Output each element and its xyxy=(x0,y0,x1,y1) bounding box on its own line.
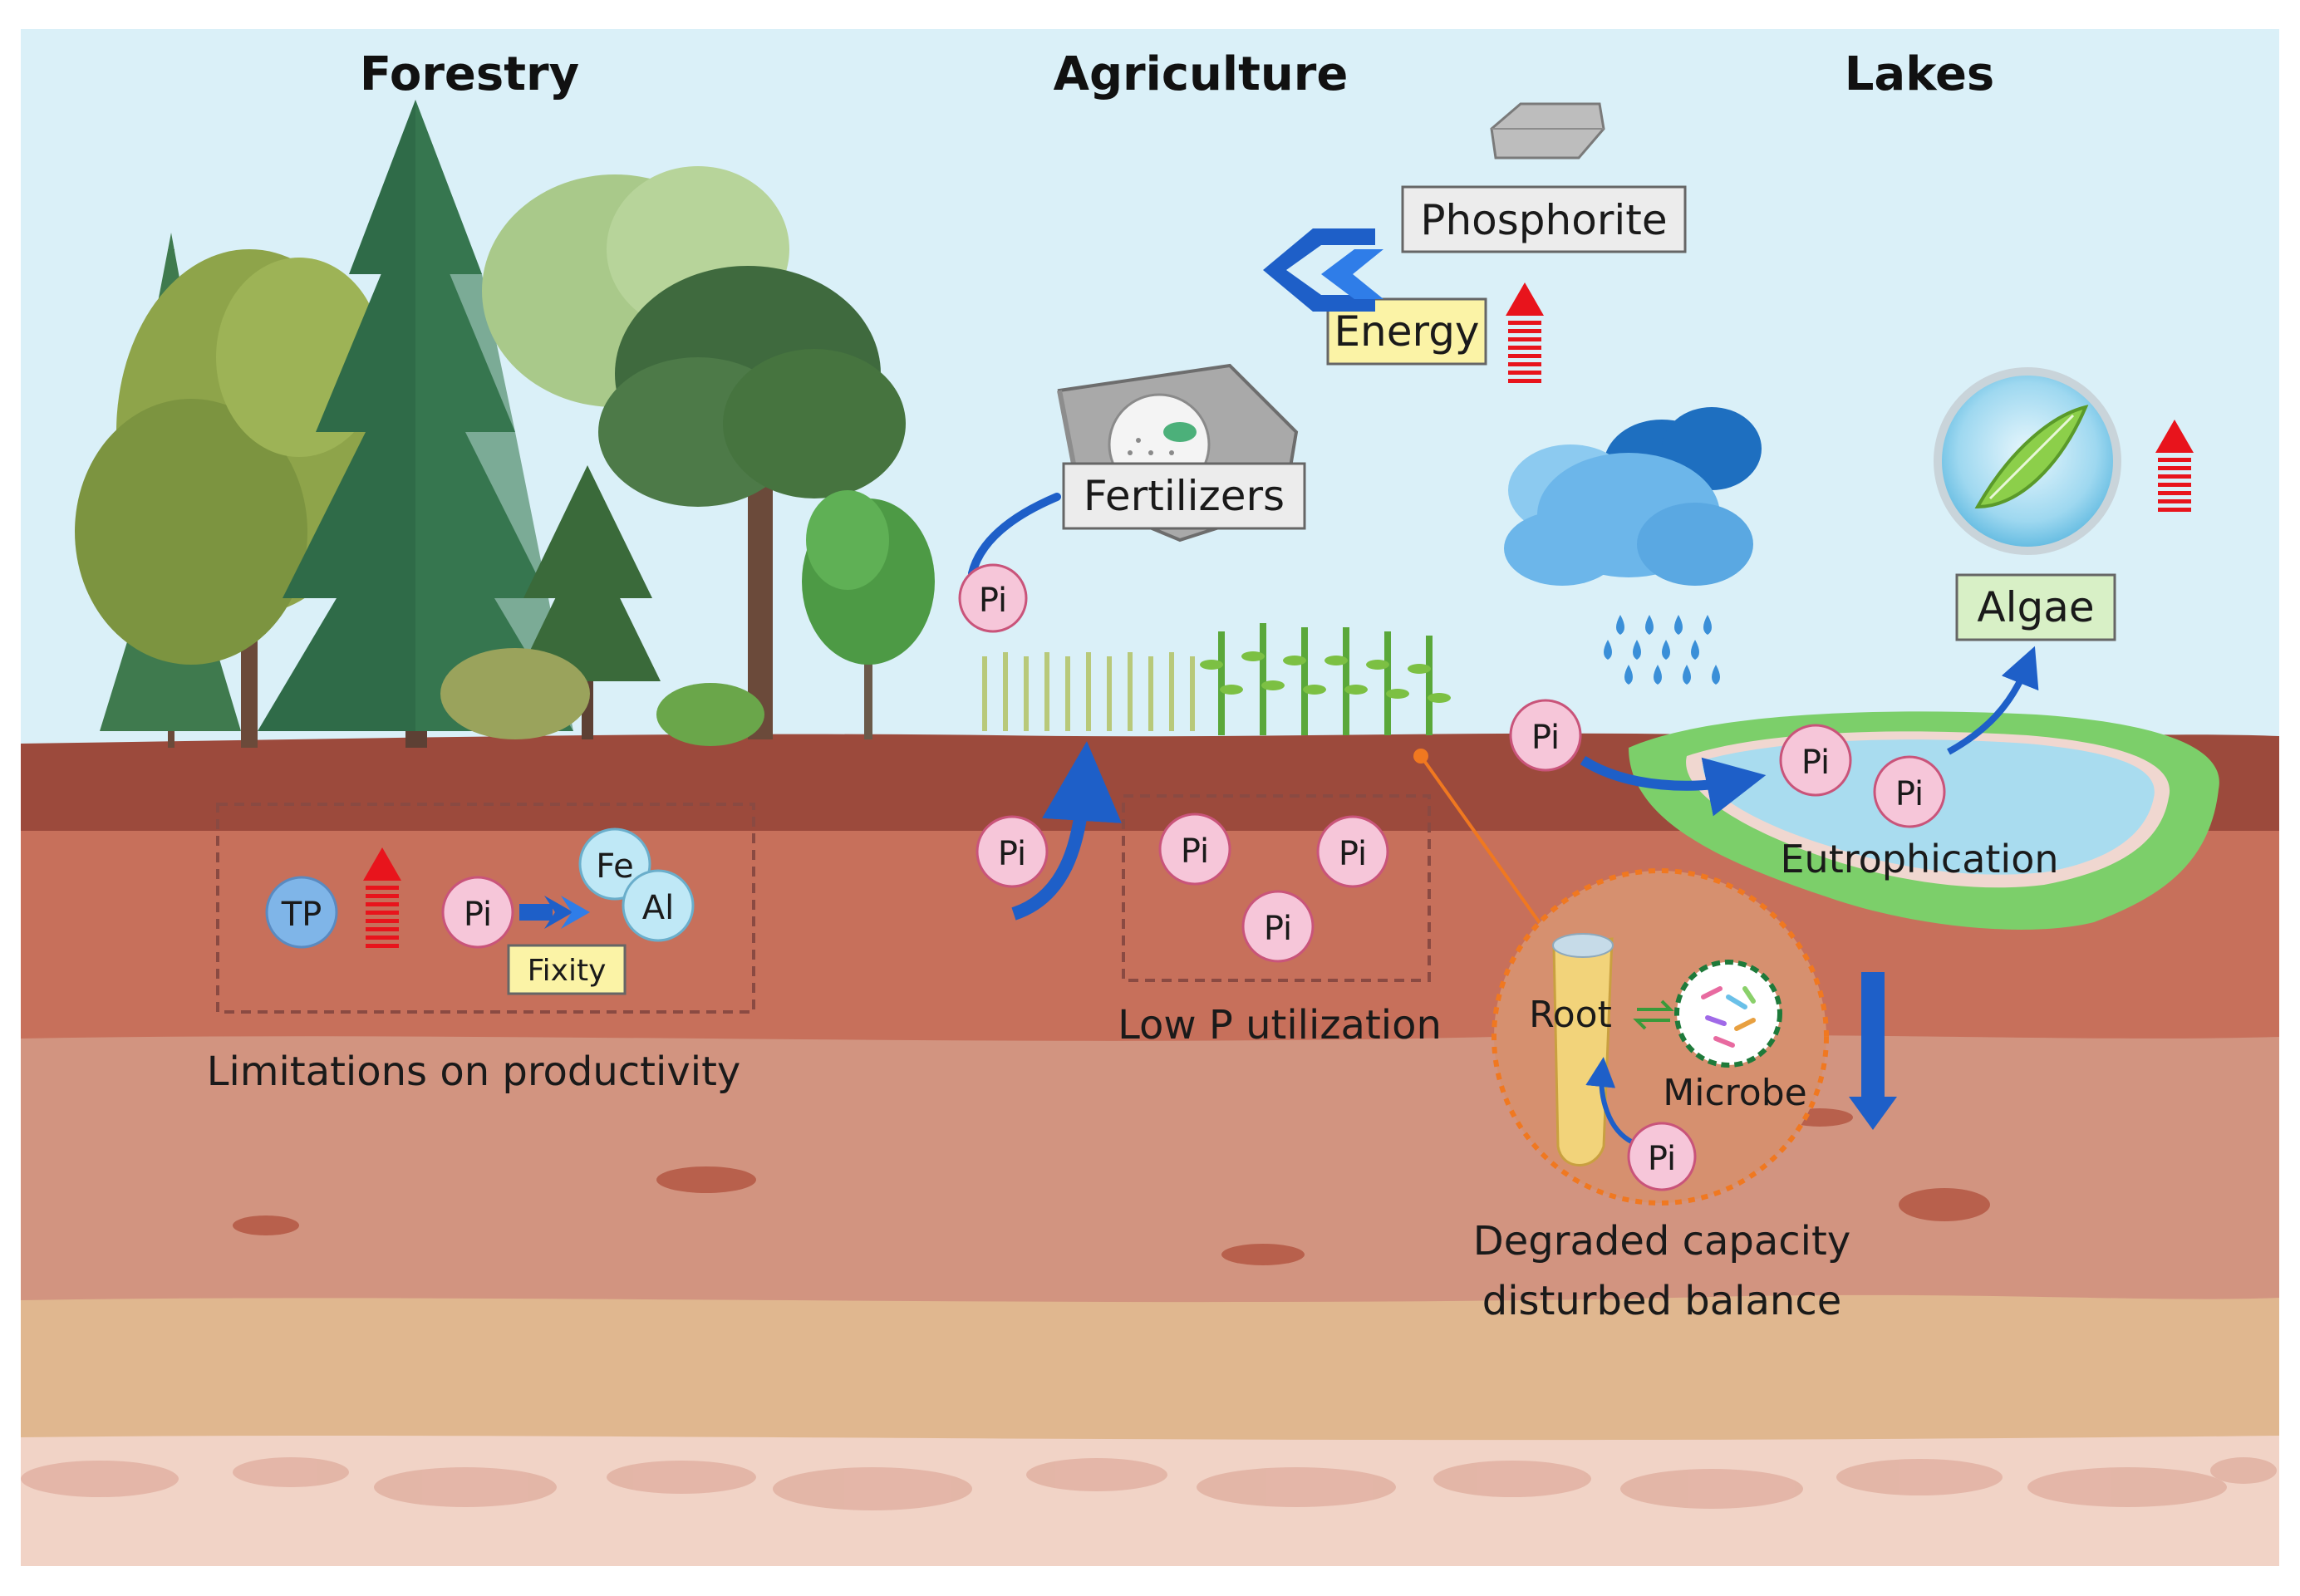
energy-increase-icon xyxy=(1506,282,1544,383)
crop-row xyxy=(982,623,1451,735)
chevron-left-arrow-icon xyxy=(1263,228,1383,312)
chevron-right-arrow-icon xyxy=(519,896,590,929)
equilibrium-arrows-icon xyxy=(1633,999,1674,1030)
pi-label: Pi xyxy=(1181,832,1209,871)
soil-pebbles xyxy=(233,1108,1990,1265)
pi-to-root-arrow xyxy=(1585,1057,1634,1145)
pi-label: Pi xyxy=(464,896,492,934)
phosphorite-rock-icon xyxy=(1490,102,1605,160)
runoff-to-lake-arrow xyxy=(1580,755,1767,817)
tree-olive xyxy=(75,249,382,748)
section-title-forestry: Forestry xyxy=(360,47,579,101)
pi-molecule-root: Pi xyxy=(1627,1122,1697,1191)
tree-dark-round xyxy=(598,266,906,739)
tp-label: TP xyxy=(281,896,322,934)
fertilizers-label: Fertilizers xyxy=(1084,472,1285,520)
bedrock-layer xyxy=(21,1436,2279,1566)
degraded-capacity-label: Degraded capacity xyxy=(1473,1218,1850,1265)
pi-label: Pi xyxy=(1264,910,1292,948)
pi-label: Pi xyxy=(979,582,1007,620)
pi-molecule-uptake: Pi xyxy=(976,815,1049,888)
agriculture-soil-box xyxy=(1122,794,1431,982)
fixity-label: Fixity xyxy=(528,954,607,988)
section-title-agriculture: Agriculture xyxy=(1054,47,1349,101)
low-p-utilization-label: Low P utilization xyxy=(1118,1002,1442,1048)
al-label: Al xyxy=(642,889,674,927)
pi-molecule-forestry: Pi xyxy=(441,876,514,949)
pi-label: Pi xyxy=(1895,775,1924,813)
pi-molecule-soil-2: Pi xyxy=(1316,815,1389,888)
algae-box xyxy=(1955,573,2116,641)
pi-molecule-soil-3: Pi xyxy=(1241,890,1315,963)
pi-molecule-soil-1: Pi xyxy=(1158,813,1231,886)
phosphorite-box xyxy=(1401,185,1687,253)
tree-big-conifer xyxy=(258,100,573,748)
bush-lavender xyxy=(440,648,590,739)
algae-lens-icon xyxy=(1934,367,2121,555)
pi-label: Pi xyxy=(998,835,1026,873)
pi-label: Pi xyxy=(1339,835,1367,873)
rain-cloud-icon xyxy=(1504,407,1762,586)
callout-dot xyxy=(1413,749,1428,764)
tp-molecule: TP xyxy=(265,876,338,949)
forest-illustration xyxy=(75,100,935,748)
al-molecule: Al xyxy=(622,869,695,942)
fe-label: Fe xyxy=(596,847,633,886)
algae-label: Algae xyxy=(1977,583,2094,631)
root-label: Root xyxy=(1529,994,1612,1036)
root-icon xyxy=(1552,933,1614,1166)
microbe-icon xyxy=(1674,960,1782,1068)
limitations-label: Limitations on productivity xyxy=(207,1048,741,1095)
callout-line xyxy=(1419,754,1546,931)
eutrophication-label: Eutrophication xyxy=(1780,837,2058,881)
rain-drops xyxy=(1604,615,1720,685)
disturbed-balance-label: disturbed balance xyxy=(1482,1278,1842,1324)
fertilizer-to-pi-arrow xyxy=(968,493,1061,577)
leaching-down-arrow xyxy=(1849,972,1897,1130)
bush-round xyxy=(656,683,764,746)
fixity-box xyxy=(507,944,627,995)
fertilizers-box xyxy=(1062,462,1306,530)
forestry-soil-box xyxy=(216,803,755,1014)
lake-to-algae-arrow xyxy=(1947,646,2039,755)
bedrock-stones xyxy=(21,1457,2277,1510)
pi-molecule-fertilizer: Pi xyxy=(958,563,1028,633)
microbe-label: Microbe xyxy=(1663,1072,1806,1114)
pi-label: Pi xyxy=(1531,719,1560,757)
pi-molecule-runoff: Pi xyxy=(1509,699,1582,772)
energy-label: Energy xyxy=(1334,307,1479,356)
phosphorite-label: Phosphorite xyxy=(1420,196,1667,244)
pi-label: Pi xyxy=(1801,744,1830,782)
pi-molecule-lake-1: Pi xyxy=(1779,724,1852,797)
tree-birch xyxy=(802,490,935,739)
pi-label: Pi xyxy=(1648,1140,1676,1178)
tp-increase-icon xyxy=(363,847,401,948)
soil-layer-4 xyxy=(21,1294,2279,1450)
section-title-lakes: Lakes xyxy=(1845,47,1995,101)
pi-molecule-lake-2: Pi xyxy=(1873,755,1946,828)
uptake-arrow xyxy=(1011,741,1122,921)
algae-increase-icon xyxy=(2155,420,2194,512)
